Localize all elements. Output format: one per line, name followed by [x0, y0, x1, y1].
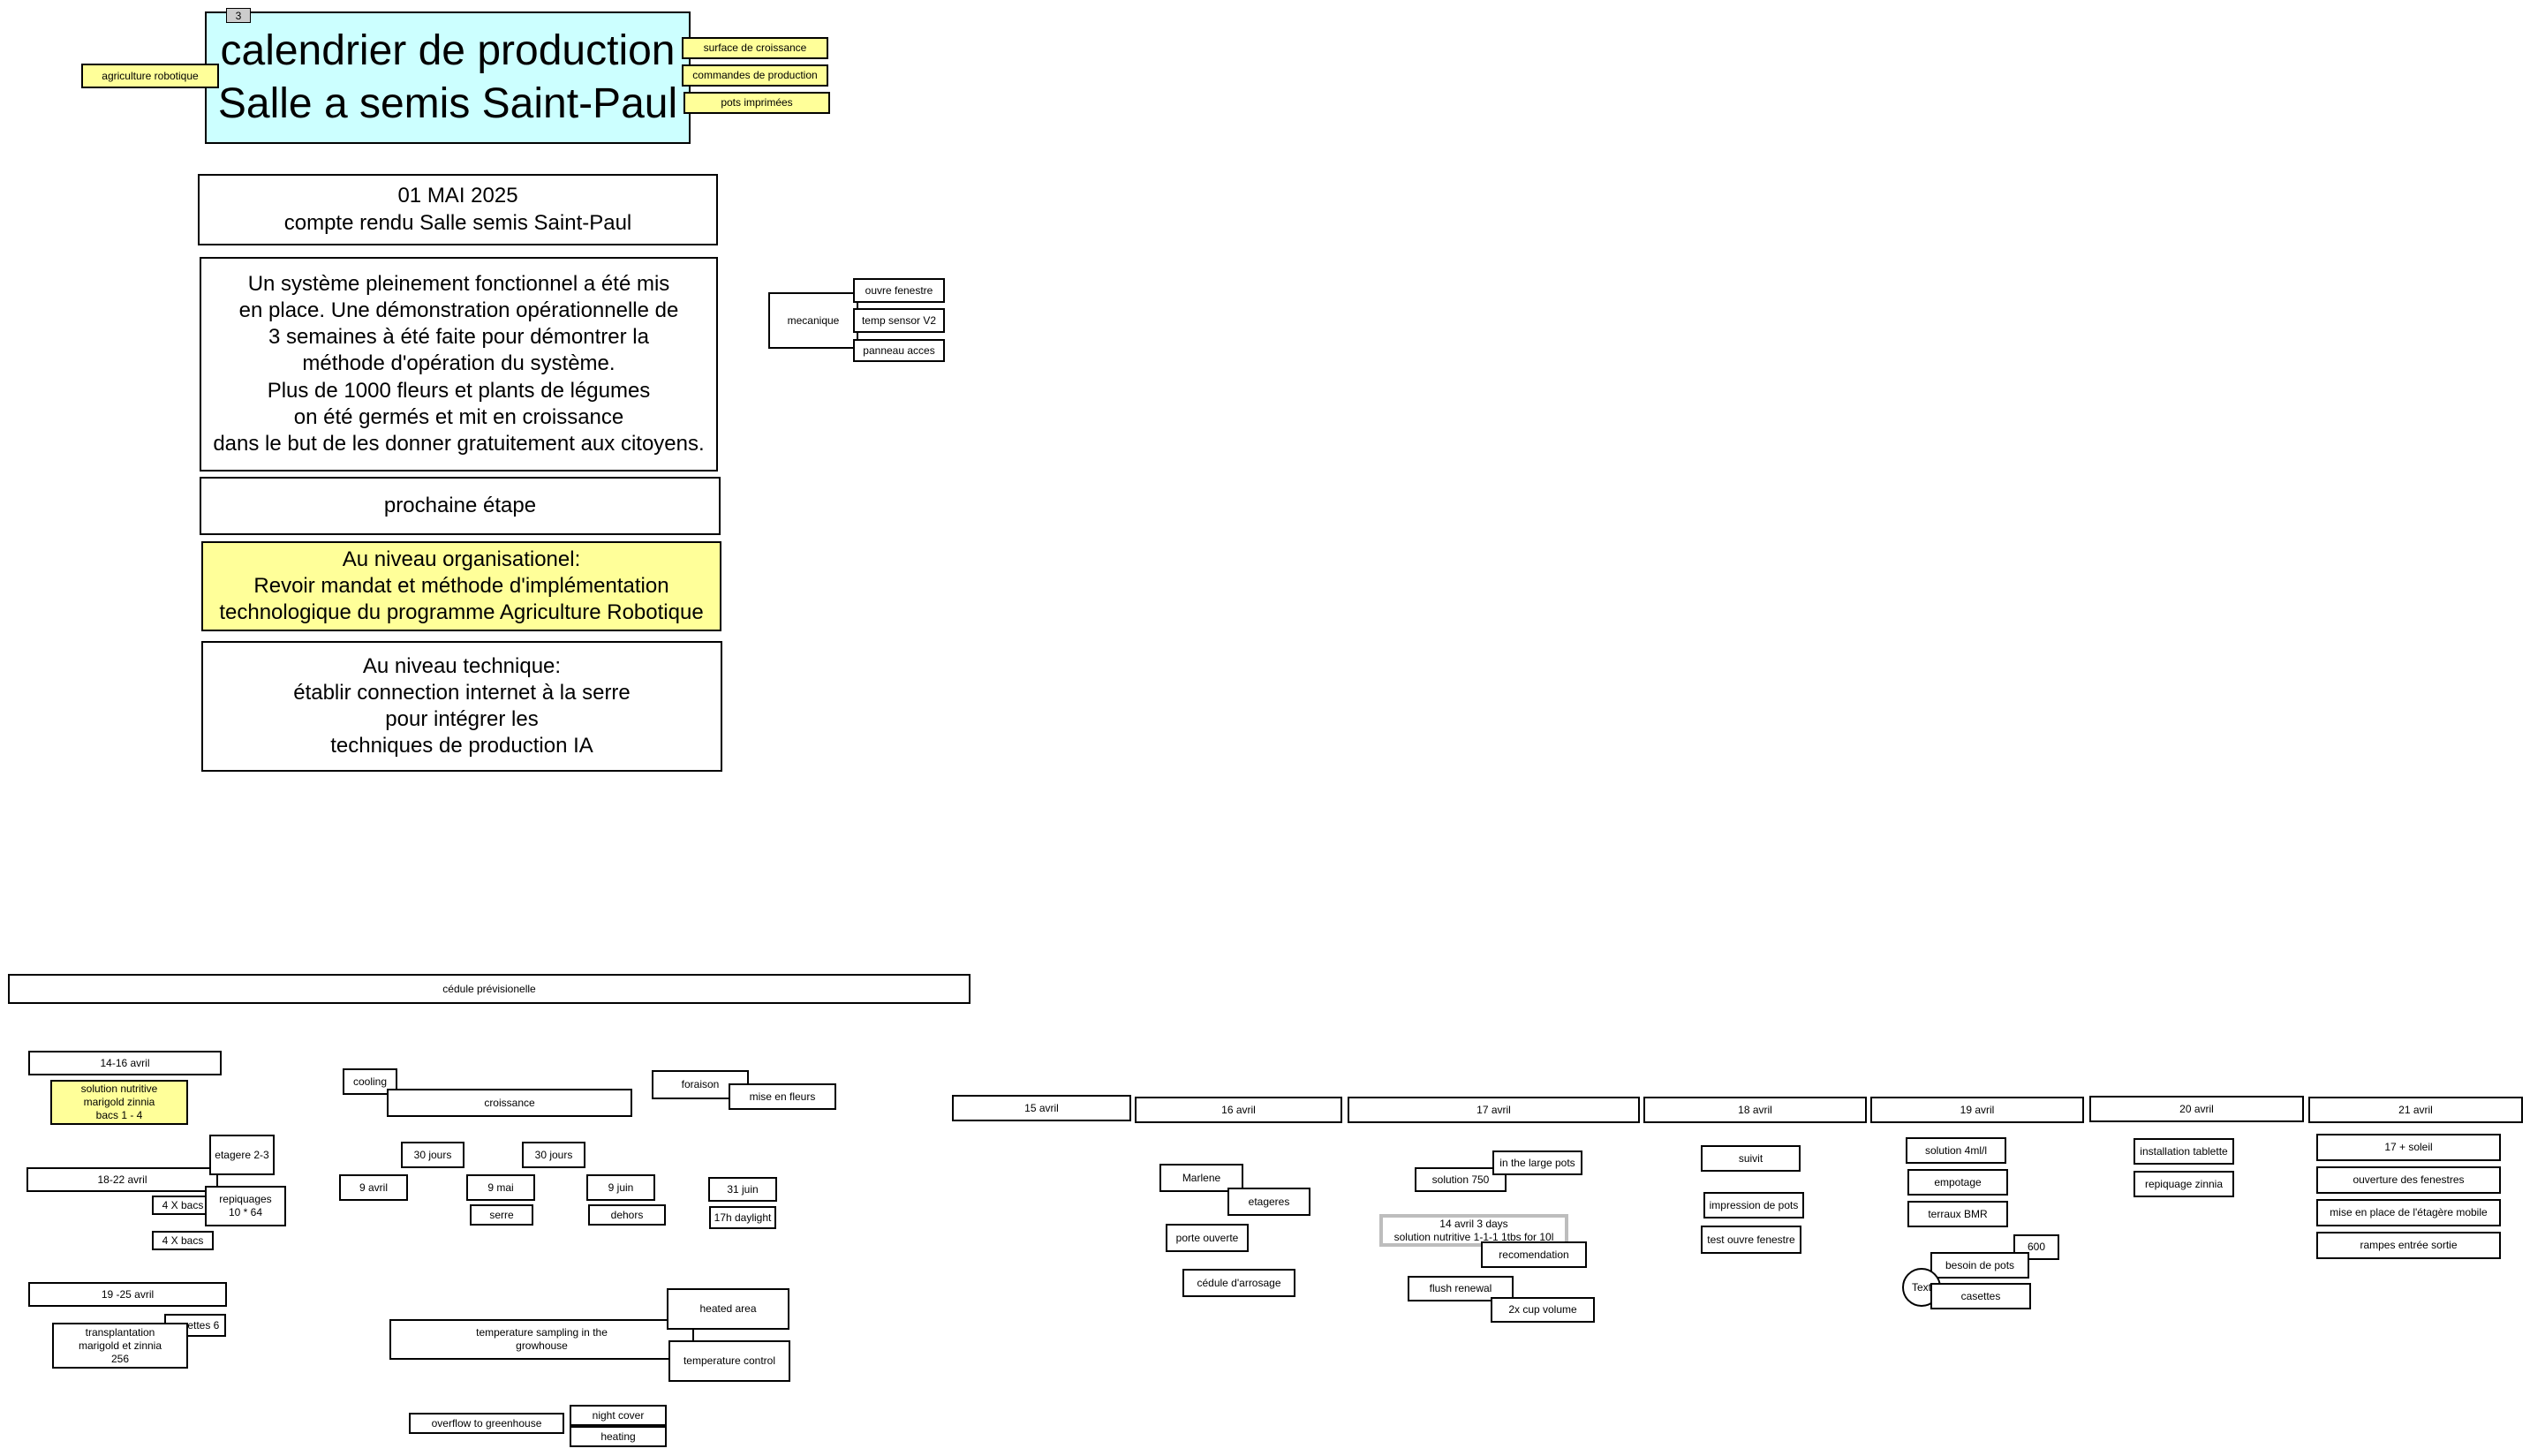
report-date-block: 01 MAI 2025 compte rendu Salle semis Sai…	[198, 174, 718, 245]
temperature-sampling-node[interactable]: temperature sampling in the growhouse	[389, 1319, 694, 1360]
day-header-20-avril[interactable]: 20 avril	[2089, 1096, 2304, 1122]
duration-30-jours-2[interactable]: 30 jours	[522, 1142, 585, 1168]
day21-ouverture-fenestres[interactable]: ouverture des fenestres	[2316, 1166, 2501, 1194]
period-1-note[interactable]: solution nutritive marigold zinnia bacs …	[50, 1080, 188, 1125]
day16-porte-ouverte[interactable]: porte ouverte	[1166, 1224, 1249, 1252]
overflow-greenhouse-node[interactable]: overflow to greenhouse	[409, 1413, 564, 1434]
day17-solution-nutritive-note[interactable]: 14 avril 3 days solution nutritive 1-1-1…	[1379, 1214, 1568, 1247]
day16-etageres[interactable]: etageres	[1227, 1188, 1310, 1216]
location-serre[interactable]: serre	[470, 1204, 533, 1226]
date-31-juin[interactable]: 31 juin	[708, 1177, 777, 1202]
bacs-node-2[interactable]: 4 X bacs	[152, 1231, 214, 1250]
schedule-title[interactable]: cédule prévisionelle	[8, 974, 970, 1004]
tag-pots-imprimees[interactable]: pots imprimées	[683, 92, 830, 114]
transplantation-node[interactable]: transplantation marigold et zinnia 256	[52, 1323, 188, 1369]
day20-installation-tablette[interactable]: installation tablette	[2134, 1138, 2234, 1165]
day19-600[interactable]: 600	[2013, 1234, 2059, 1260]
period-14-16-avril[interactable]: 14-16 avril	[28, 1051, 222, 1075]
day18-suivit[interactable]: suivit	[1701, 1145, 1801, 1172]
date-9-juin[interactable]: 9 juin	[586, 1174, 655, 1201]
day17-large-pots[interactable]: in the large pots	[1492, 1150, 1582, 1175]
day17-recomendation[interactable]: recomendation	[1481, 1241, 1587, 1268]
heating-node[interactable]: heating	[570, 1426, 667, 1447]
day19-empotage[interactable]: empotage	[1907, 1169, 2008, 1196]
day18-impression-pots[interactable]: impression de pots	[1703, 1192, 1804, 1218]
duration-30-jours-1[interactable]: 30 jours	[401, 1142, 464, 1168]
day21-etagere-mobile[interactable]: mise en place de l'étagère mobile	[2316, 1199, 2501, 1226]
tag-commandes-production[interactable]: commandes de production	[682, 64, 828, 87]
day-header-17-avril[interactable]: 17 avril	[1348, 1097, 1640, 1123]
day-header-18-avril[interactable]: 18 avril	[1643, 1097, 1867, 1123]
period-19-25-avril[interactable]: 19 -25 avril	[28, 1282, 227, 1307]
day19-besoin-pots[interactable]: besoin de pots	[1930, 1252, 2029, 1279]
heated-area-node[interactable]: heated area	[667, 1288, 789, 1330]
period-18-22-avril[interactable]: 18-22 avril	[26, 1167, 218, 1192]
date-9-mai[interactable]: 9 mai	[466, 1174, 535, 1201]
repiquages-node[interactable]: repiquages 10 * 64	[205, 1186, 286, 1226]
date-9-avril[interactable]: 9 avril	[339, 1174, 408, 1201]
report-summary: Un système pleinement fonctionnel a été …	[200, 257, 718, 472]
day-header-15-avril[interactable]: 15 avril	[952, 1095, 1131, 1121]
day17-cup-volume[interactable]: 2x cup volume	[1491, 1297, 1595, 1323]
page-title: calendrier de production Salle a semis S…	[205, 11, 691, 144]
day16-cedule-arrosage[interactable]: cédule d'arrosage	[1182, 1269, 1295, 1297]
day17-solution-750[interactable]: solution 750	[1415, 1167, 1507, 1192]
location-dehors[interactable]: dehors	[588, 1204, 666, 1226]
page-number-badge[interactable]: 3	[226, 8, 251, 23]
mechanics-ouvre-fenestre[interactable]: ouvre fenestre	[853, 278, 945, 303]
day-header-16-avril[interactable]: 16 avril	[1135, 1097, 1342, 1123]
organisational-level-note: Au niveau organisationel: Revoir mandat …	[201, 541, 721, 631]
mechanics-panneau-acces[interactable]: panneau acces	[853, 339, 945, 362]
day21-rampes[interactable]: rampes entrée sortie	[2316, 1232, 2501, 1259]
tag-agriculture-robotique[interactable]: agriculture robotique	[81, 64, 219, 88]
bacs-node-1[interactable]: 4 X bacs	[152, 1196, 214, 1215]
day20-repiquage-zinnia[interactable]: repiquage zinnia	[2134, 1171, 2234, 1197]
phase-croissance[interactable]: croissance	[387, 1089, 632, 1117]
temperature-control-node[interactable]: temperature control	[668, 1340, 790, 1382]
etagere-node[interactable]: etagere 2-3	[209, 1135, 275, 1175]
day18-test-ouvre-fenestre[interactable]: test ouvre fenestre	[1701, 1226, 1801, 1254]
day19-terraux-bmr[interactable]: terraux BMR	[1907, 1201, 2008, 1227]
day19-casettes[interactable]: casettes	[1930, 1283, 2031, 1309]
daylight-node[interactable]: 17h daylight	[709, 1206, 776, 1229]
mechanics-temp-sensor[interactable]: temp sensor V2	[853, 308, 945, 333]
night-cover-node[interactable]: night cover	[570, 1405, 667, 1426]
day-header-19-avril[interactable]: 19 avril	[1870, 1097, 2084, 1123]
technical-level-note: Au niveau technique: établir connection …	[201, 641, 722, 772]
day21-17-soleil[interactable]: 17 + soleil	[2316, 1134, 2501, 1161]
tag-surface-croissance[interactable]: surface de croissance	[682, 37, 828, 59]
day16-marlene[interactable]: Marlene	[1159, 1164, 1243, 1192]
phase-mise-en-fleurs[interactable]: mise en fleurs	[729, 1083, 836, 1110]
mechanics-root[interactable]: mecanique	[768, 292, 858, 349]
day-header-21-avril[interactable]: 21 avril	[2308, 1097, 2523, 1123]
next-step-heading: prochaine étape	[200, 477, 721, 535]
day19-solution-4ml[interactable]: solution 4ml/l	[1906, 1137, 2006, 1164]
